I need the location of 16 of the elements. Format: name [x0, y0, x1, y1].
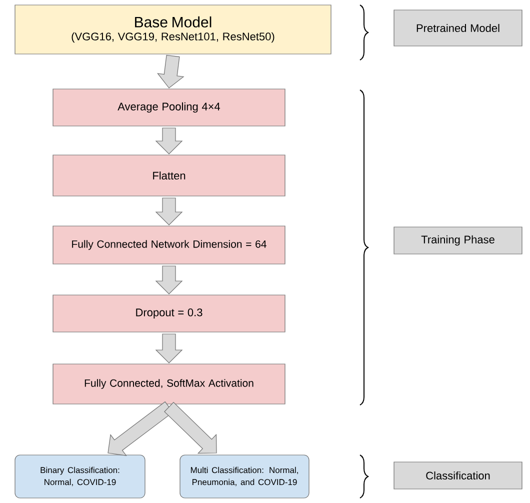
- output-box: Multi Classification: Normal, Pneumonia, and COVID-19: [180, 454, 310, 498]
- base-model-box: Base Model (VGG16, VGG19, ResNet101, ResNet50): [14, 4, 332, 54]
- block-arrow: [155, 334, 183, 364]
- layer-box: Fully Connected Network Dimension = 64: [52, 226, 286, 264]
- block-arrow: [157, 54, 184, 88]
- phase-label-box: Classification: [394, 462, 522, 490]
- layer-box: Dropout = 0.3: [52, 294, 286, 332]
- output-box: Binary Classification: Normal, COVID-19: [14, 454, 146, 498]
- block-arrow: [155, 266, 183, 294]
- layer-box: Flatten: [52, 154, 286, 196]
- layer-box: Fully Connected, SoftMax Activation: [52, 364, 286, 404]
- block-arrow: [155, 128, 183, 154]
- phase-label-box: Training Phase: [394, 226, 522, 254]
- layer-box: Average Pooling 4×4: [52, 88, 286, 126]
- phase-label-box: Pretrained Model: [394, 10, 522, 46]
- block-arrow: [155, 198, 183, 226]
